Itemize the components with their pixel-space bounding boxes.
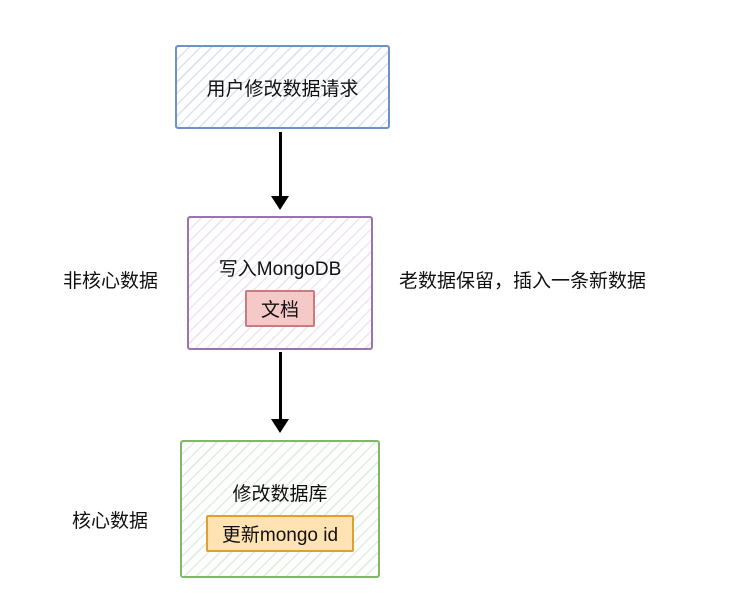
arrow-line: [278, 132, 282, 196]
badge-document-label: 文档: [260, 299, 299, 321]
node-user-request-label: 用户修改数据请求: [206, 78, 359, 100]
node-write-mongodb-label: 写入MongoDB: [218, 258, 342, 280]
node-user-request: 用户修改数据请求: [175, 45, 390, 129]
node-modify-database: 修改数据库 更新mongo id: [180, 440, 380, 578]
badge-document: 文档: [244, 289, 315, 327]
label-old-data-note: 老数据保留，插入一条新数据: [399, 271, 647, 292]
node-write-mongodb: 写入MongoDB 文档: [187, 216, 373, 350]
arrow-down-icon: [271, 419, 289, 433]
arrow-request-to-mongo: [270, 132, 290, 210]
arrow-line: [278, 352, 282, 419]
label-core-data: 核心数据: [72, 511, 149, 532]
node-modify-database-label: 修改数据库: [232, 483, 328, 505]
badge-update-mongo-id-label: 更新mongo id: [221, 524, 339, 546]
arrow-mongo-to-db: [270, 352, 290, 433]
arrow-down-icon: [271, 196, 289, 210]
label-non-core-data: 非核心数据: [63, 271, 159, 292]
badge-update-mongo-id: 更新mongo id: [205, 514, 355, 552]
